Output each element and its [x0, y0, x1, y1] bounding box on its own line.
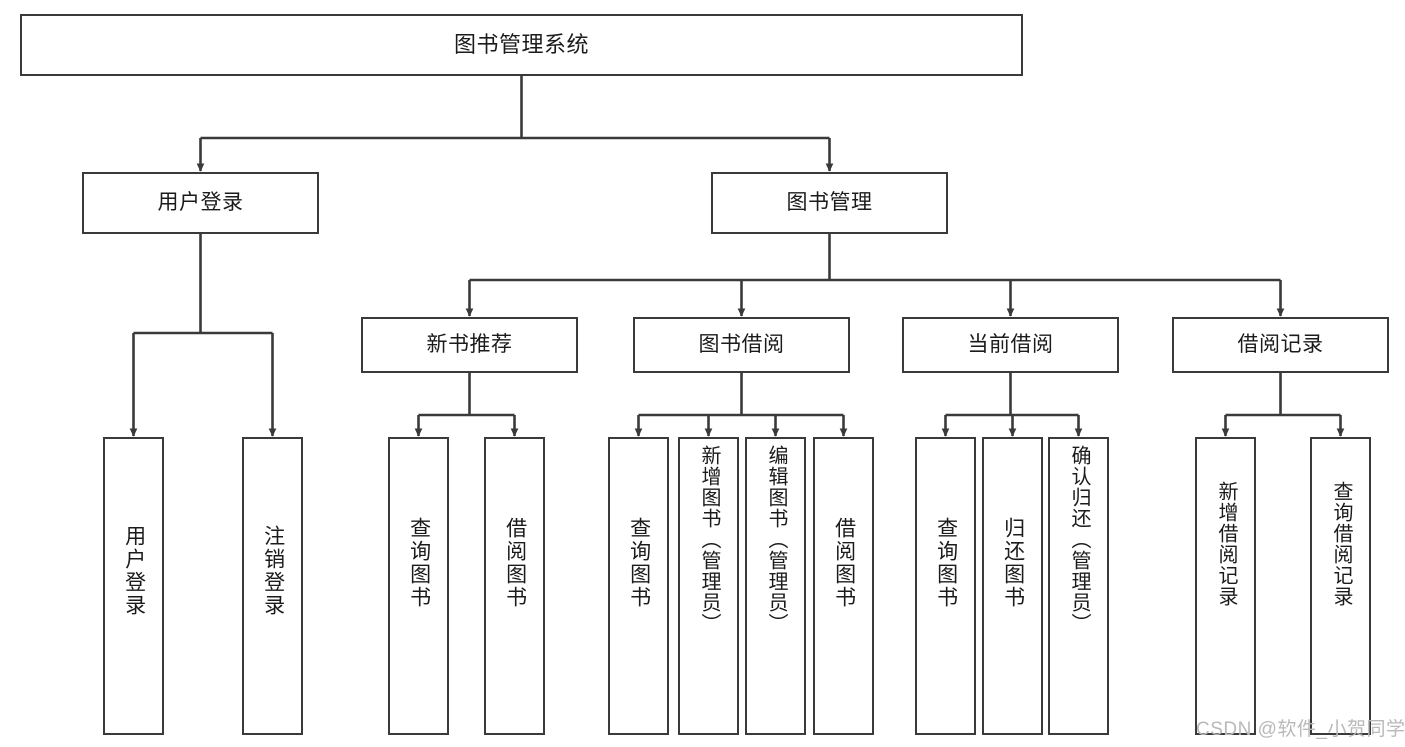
node-label: 新书推荐 — [426, 332, 513, 356]
node-label: 当前借阅 — [967, 332, 1054, 356]
node-label: 查询图书 — [934, 517, 958, 609]
node-leaf-query-book-2[interactable]: 查询图书 — [608, 437, 669, 735]
node-leaf-add-book[interactable]: 新增图书（管理员） — [678, 437, 739, 735]
node-leaf-return-book[interactable]: 归还图书 — [982, 437, 1043, 735]
node-current-borrow[interactable]: 当前借阅 — [902, 317, 1119, 373]
node-leaf-borrow-book-2[interactable]: 借阅图书 — [813, 437, 874, 735]
node-leaf-add-borrow-record[interactable]: 新增借阅记录 — [1195, 437, 1256, 735]
node-leaf-query-book-3[interactable]: 查询图书 — [915, 437, 976, 735]
node-leaf-user-login[interactable]: 用户登录 — [103, 437, 164, 735]
node-leaf-logout[interactable]: 注销登录 — [242, 437, 303, 735]
node-label: 借阅记录 — [1237, 332, 1324, 356]
node-new-book-recommend[interactable]: 新书推荐 — [361, 317, 578, 373]
node-label: 查询图书 — [407, 517, 431, 609]
node-book-borrow[interactable]: 图书借阅 — [633, 317, 850, 373]
node-label: 借阅图书 — [503, 517, 527, 609]
node-label: 图书管理 — [786, 190, 873, 214]
node-label: 借阅图书 — [832, 517, 856, 609]
node-label: 确认归还（管理员） — [1068, 445, 1090, 634]
node-root[interactable]: 图书管理系统 — [20, 14, 1023, 76]
node-label: 归还图书 — [1001, 517, 1025, 609]
csdn-watermark: CSDN @软件_小贺同学 — [1196, 719, 1405, 740]
node-leaf-confirm-return[interactable]: 确认归还（管理员） — [1048, 437, 1109, 735]
node-label: 新增图书（管理员） — [698, 445, 720, 634]
node-leaf-edit-book[interactable]: 编辑图书（管理员） — [745, 437, 806, 735]
node-label: 图书借阅 — [698, 332, 785, 356]
node-borrow-record[interactable]: 借阅记录 — [1172, 317, 1389, 373]
node-leaf-query-book-1[interactable]: 查询图书 — [388, 437, 449, 735]
node-label: 用户登录 — [122, 525, 146, 617]
node-label: 编辑图书（管理员） — [765, 445, 787, 634]
node-leaf-query-borrow-record[interactable]: 查询借阅记录 — [1310, 437, 1371, 735]
node-label: 用户登录 — [157, 190, 244, 214]
node-label: 新增借阅记录 — [1215, 481, 1237, 607]
node-label: 图书管理系统 — [453, 32, 589, 58]
node-leaf-borrow-book-1[interactable]: 借阅图书 — [484, 437, 545, 735]
node-label: 注销登录 — [261, 525, 285, 617]
node-label: 查询借阅记录 — [1330, 481, 1352, 607]
node-user-login[interactable]: 用户登录 — [82, 172, 319, 234]
node-book-manage[interactable]: 图书管理 — [711, 172, 948, 234]
node-label: 查询图书 — [627, 517, 651, 609]
